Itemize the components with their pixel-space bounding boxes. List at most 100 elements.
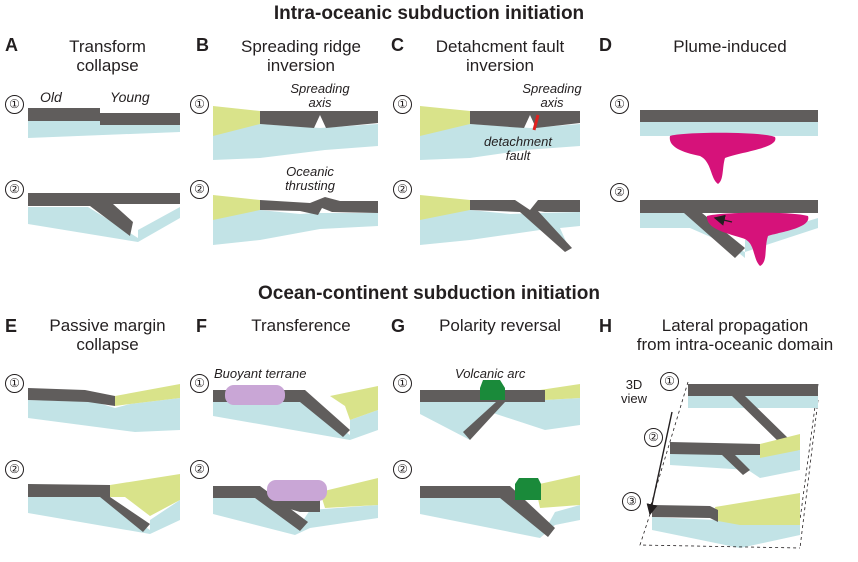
stage-2-circle: ② [393, 460, 412, 479]
label-spreading-axis-line-2: axis [308, 95, 332, 110]
stage-1-circle: ① [610, 95, 629, 114]
continent [115, 384, 180, 406]
continent [715, 493, 800, 525]
buoyant-terrane [225, 385, 285, 405]
panel-letter-f: F [196, 316, 207, 336]
volcanic-arc [480, 380, 505, 400]
panel-f-stage-2-section [213, 478, 378, 535]
oceanic-plate [260, 111, 378, 128]
panel-c-stage-2-section [420, 195, 580, 252]
subducting-plate [28, 484, 150, 532]
panel-title-a: Transform collapse [20, 37, 195, 75]
panel-title-e: Passive margin collapse [20, 316, 195, 354]
panel-title-f: Transference [206, 316, 396, 335]
panel-a-stage-2-section [28, 193, 180, 242]
panel-title-c-line-2: inversion [465, 56, 535, 75]
mantle-layer [688, 396, 818, 408]
continent [213, 195, 260, 220]
panel-title-g-line-1: Polarity reversal [439, 316, 561, 335]
stage-2-circle: ② [610, 183, 629, 202]
continent [330, 386, 378, 420]
continent [213, 106, 260, 136]
panel-title-b-line-1: Spreading ridge [240, 37, 362, 56]
panel-d-stage-1-section [640, 110, 818, 184]
buoyant-terrane [267, 480, 327, 501]
label-3d-view-line-1: 3D [625, 377, 643, 392]
mantle-layer [213, 210, 378, 245]
panel-d-stage-2-section [640, 200, 818, 266]
mantle-plume [669, 132, 776, 184]
panel-letter-g: G [391, 316, 406, 336]
stage-1-circle: ① [190, 95, 209, 114]
oceanic-plate [470, 111, 580, 128]
label-old-plate: Old [40, 89, 62, 105]
label-young-plate: Young [110, 89, 150, 105]
panel-g-stage-1-section [420, 380, 580, 440]
plume-push-arrow [713, 214, 733, 226]
continent [760, 434, 800, 458]
mantle-layer [28, 398, 180, 432]
panel-b-stage-2-section [213, 195, 378, 245]
guide-line [639, 507, 801, 549]
panel-title-h-line-2: from intra-oceanic domain [636, 335, 834, 354]
label-spreading-axis-line-1: Spreading [522, 81, 582, 96]
mantle-layer [420, 395, 580, 440]
panel-b-stage-1-section [213, 106, 378, 160]
panel-title-c: Detahcment fault inversion [405, 37, 595, 75]
panel-letter-d: D [599, 35, 612, 55]
panel-h-3d-section [639, 381, 819, 549]
stage-2-circle: ② [644, 428, 663, 447]
mantle-plume [706, 212, 809, 266]
guide-line [799, 399, 819, 549]
label-detachment-fault-line-1: detachment [484, 134, 552, 149]
label-oceanic-thrusting-line-1: Oceanic [286, 164, 334, 179]
section-title-intra-oceanic: Intra-oceanic subduction initiation [273, 3, 585, 24]
view-direction-arrow [646, 411, 673, 516]
new-plate-segment [260, 500, 320, 512]
oceanic-plate [640, 110, 818, 122]
mantle-layer [420, 124, 580, 160]
label-detachment-fault-line-2: fault [505, 148, 531, 163]
oceanic-plate [28, 388, 115, 406]
detachment-fault-line [532, 114, 540, 131]
label-spreading-axis-line-2: axis [540, 95, 564, 110]
stage-1-circle: ① [393, 374, 412, 393]
label-buoyant-terrane: Buoyant terrane [214, 366, 307, 381]
panel-a-stage-1-section [28, 108, 180, 138]
panel-title-g: Polarity reversal [405, 316, 595, 335]
panel-f-stage-1-section [213, 385, 378, 440]
label-3d-view-line-2: view [620, 391, 647, 406]
stage-2-circle: ② [190, 460, 209, 479]
stage-1-circle: ① [660, 372, 679, 391]
panel-letter-b: B [196, 35, 209, 55]
mantle-layer [213, 498, 378, 535]
panel-title-f-line-1: Transference [251, 316, 351, 335]
subducting-plate [640, 200, 818, 258]
continent [320, 478, 378, 508]
stage-1-circle: ① [5, 95, 24, 114]
stage-1-circle: ① [190, 374, 209, 393]
subducting-plate [420, 390, 545, 440]
continent [535, 475, 580, 508]
mantle-layer [28, 207, 180, 242]
subducting-plate [213, 486, 308, 531]
label-detachment-fault: detachment fault [468, 135, 568, 163]
panel-e-stage-1-section [28, 384, 180, 432]
oceanic-plate [652, 505, 718, 522]
stage-1-circle: ① [393, 95, 412, 114]
continent [420, 195, 470, 220]
label-volcanic-arc: Volcanic arc [455, 366, 526, 381]
label-spreading-axis: Spreading axis [512, 82, 592, 110]
stage-2-circle: ② [393, 180, 412, 199]
panel-title-c-line-1: Detahcment fault [435, 37, 565, 56]
mantle-layer [640, 213, 818, 258]
stage-2-circle: ② [5, 460, 24, 479]
panel-g-stage-2-section [420, 475, 580, 538]
mantle-layer [28, 121, 180, 138]
continent [110, 474, 180, 516]
panel-title-e-line-1: Passive margin [49, 316, 166, 335]
panel-title-a-line-2: collapse [76, 56, 139, 75]
mantle-layer [640, 122, 818, 136]
continent [420, 106, 470, 136]
